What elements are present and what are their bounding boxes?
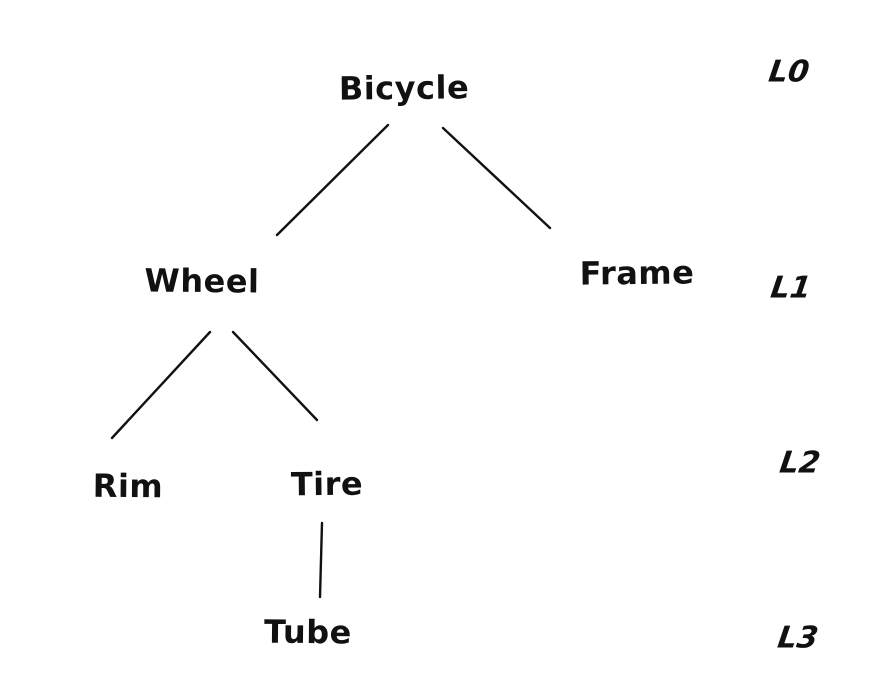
edge-wheel-tire [231, 330, 319, 422]
node-frame: Frame [579, 253, 695, 293]
node-rim: Rim [92, 466, 164, 506]
edge-wheel-rim [110, 330, 212, 440]
node-bicycle: Bicycle [338, 68, 470, 108]
node-tire: Tire [290, 464, 364, 504]
edge-bicycle-wheel [275, 123, 390, 237]
level-label-l0: L0 [766, 54, 812, 90]
level-label-l2: L2 [777, 445, 823, 481]
level-label-l3: L3 [775, 620, 821, 656]
edge-tire-tube [318, 521, 324, 599]
level-label-l1: L1 [768, 270, 814, 306]
node-tube: Tube [263, 612, 353, 652]
edge-bicycle-frame [441, 126, 552, 230]
node-wheel: Wheel [144, 261, 260, 301]
